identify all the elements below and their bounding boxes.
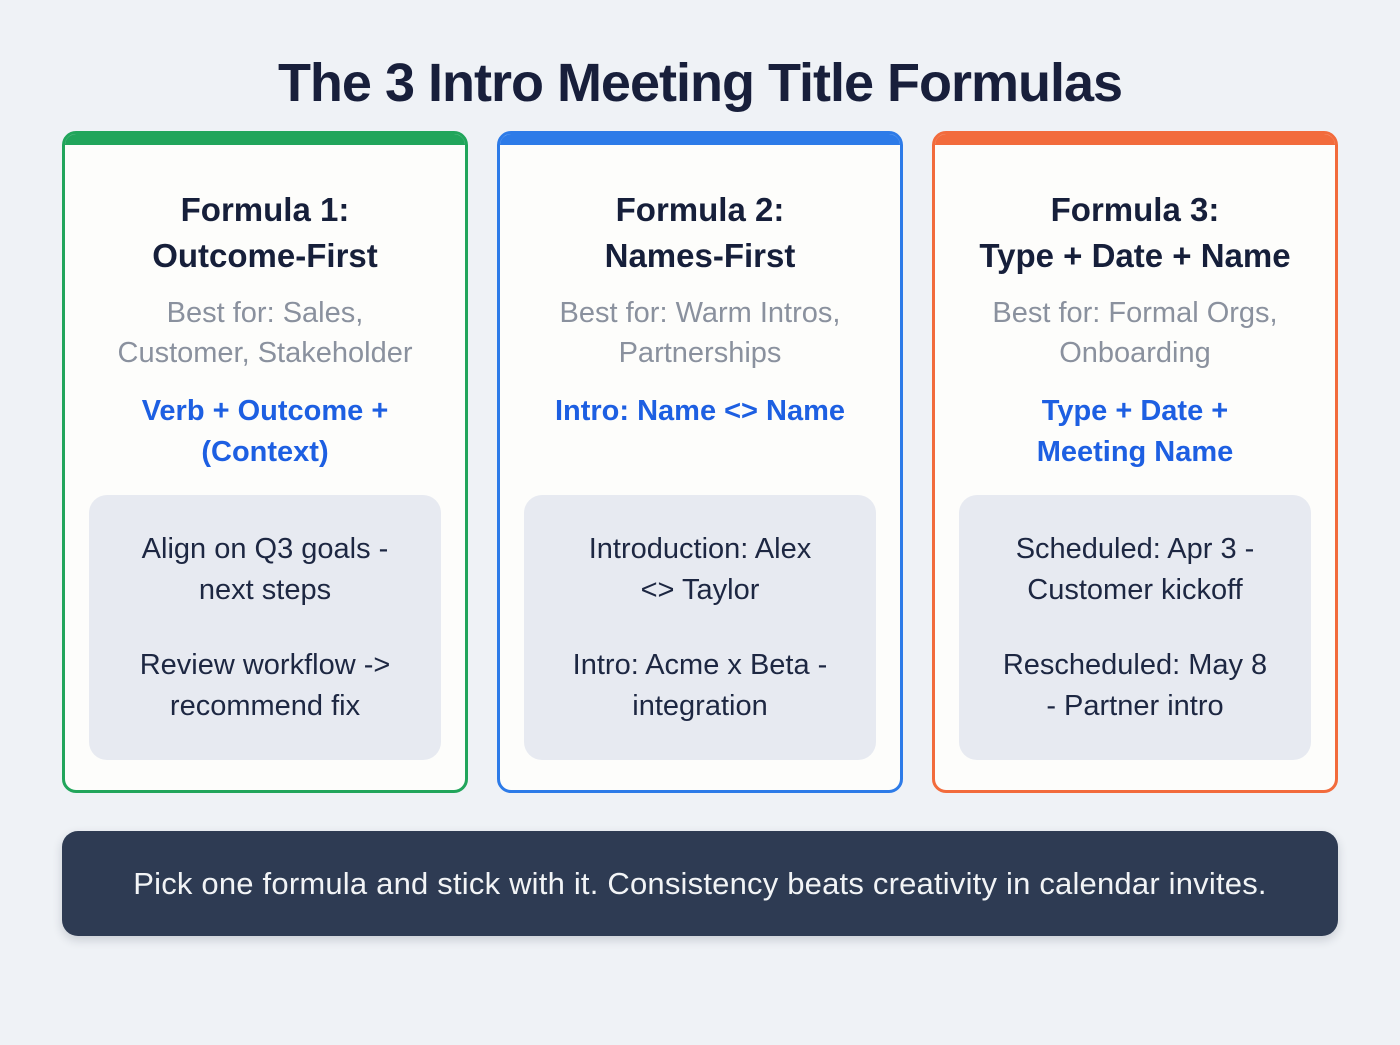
formula-cards-row: Formula 1: Outcome-First Best for: Sales… [62,131,1338,793]
card-3-accent-bar [935,134,1335,145]
card-3-formula: Type + Date + Meeting Name [1036,395,1234,468]
card-1-content: Formula 1: Outcome-First Best for: Sales… [65,145,465,790]
card-3-examples-box: Scheduled: Apr 3 - Customer kickoff Resc… [959,495,1311,760]
footer-callout: Pick one formula and stick with it. Cons… [62,831,1338,936]
card-1-title: Formula 1: Outcome-First [152,191,378,274]
card-2-examples-box: Introduction: Alex <> Taylor Intro: Acme… [524,495,876,760]
card-2-formula: Intro: Name <> Name [554,395,846,427]
card-3-best-for: Best for: Formal Orgs, Onboarding [992,297,1278,369]
card-1-examples-box: Align on Q3 goals - next steps Review wo… [89,495,441,760]
card-2-best-for: Best for: Warm Intros, Partnerships [559,297,841,369]
card-3-content: Formula 3: Type + Date + Name Best for: … [935,145,1335,790]
card-1-best-for: Best for: Sales, Customer, Stakeholder [117,297,413,369]
card-3-title: Formula 3: Type + Date + Name [979,191,1291,274]
footer-text: Pick one formula and stick with it. Cons… [133,865,1267,901]
example-item: Rescheduled: May 8 - Partner intro [1002,648,1268,722]
example-item: Align on Q3 goals - next steps [141,532,389,606]
example-item: Introduction: Alex <> Taylor [588,532,812,606]
card-1-accent-bar [65,134,465,145]
card-formula-2: Formula 2: Names-First Best for: Warm In… [497,131,903,793]
card-1-formula: Verb + Outcome + (Context) [141,395,389,468]
example-item: Scheduled: Apr 3 - Customer kickoff [1015,532,1255,606]
card-formula-1: Formula 1: Outcome-First Best for: Sales… [62,131,468,793]
card-2-title: Formula 2: Names-First [604,191,796,274]
page-title: The 3 Intro Meeting Title Formulas [277,53,1123,113]
card-2-content: Formula 2: Names-First Best for: Warm In… [500,145,900,790]
card-2-accent-bar [500,134,900,145]
example-item: Review workflow -> recommend fix [139,648,391,722]
example-item: Intro: Acme x Beta - integration [572,648,828,722]
card-formula-3: Formula 3: Type + Date + Name Best for: … [932,131,1338,793]
